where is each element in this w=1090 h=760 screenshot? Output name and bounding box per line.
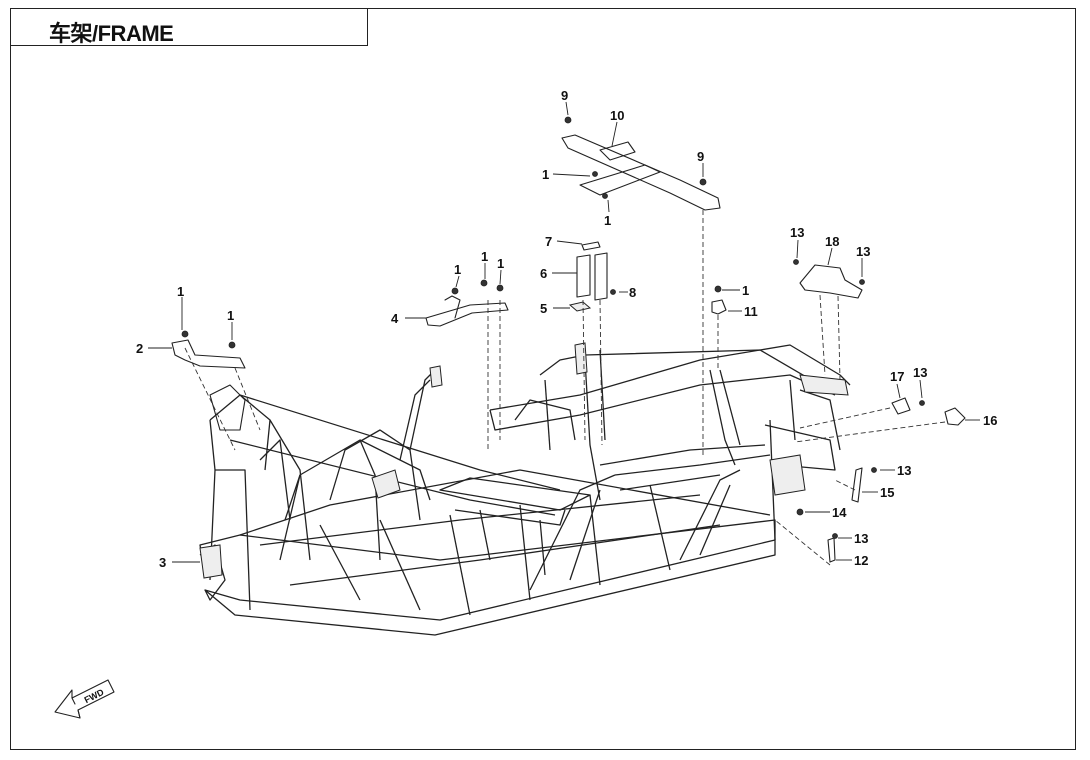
callout-13: 13 xyxy=(854,531,868,546)
callout-12: 12 xyxy=(854,553,868,568)
part-17-bushing xyxy=(891,397,925,415)
part-11-clip xyxy=(711,285,727,315)
callout-6: 6 xyxy=(540,266,547,281)
callout-4: 4 xyxy=(391,311,399,326)
part-14-bolt xyxy=(796,508,804,516)
callout-17: 17 xyxy=(890,369,904,384)
callout-16: 16 xyxy=(983,413,997,428)
title-box: 车架/FRAME xyxy=(10,8,368,46)
callout-14: 14 xyxy=(832,505,847,520)
callout-8: 8 xyxy=(629,285,636,300)
fwd-arrow-icon: FWD xyxy=(54,679,115,719)
callout-3: 3 xyxy=(159,555,166,570)
callout-1: 1 xyxy=(497,256,504,271)
part-4-cross-plate xyxy=(425,279,509,327)
part-6-vertical-bracket xyxy=(568,241,616,312)
callout-13: 13 xyxy=(790,225,804,240)
callout-1: 1 xyxy=(454,262,461,277)
callout-9: 9 xyxy=(697,149,704,164)
callout-1: 1 xyxy=(227,308,234,323)
assembly-lines xyxy=(184,210,946,566)
callout-13: 13 xyxy=(897,463,911,478)
part-18-rear-plate xyxy=(793,259,865,299)
callout-2: 2 xyxy=(136,341,143,356)
callout-5: 5 xyxy=(540,301,547,316)
callout-9: 9 xyxy=(561,88,568,103)
main-frame-assembly xyxy=(199,342,851,636)
callout-13: 13 xyxy=(913,365,927,380)
callout-1: 1 xyxy=(481,249,488,264)
part-15-pin xyxy=(851,467,877,503)
page-title: 车架/FRAME xyxy=(49,21,174,46)
callout-7: 7 xyxy=(545,234,552,249)
part-10-rear-crossbar xyxy=(561,116,721,211)
callout-1: 1 xyxy=(604,213,611,228)
callout-15: 15 xyxy=(880,485,894,500)
leader-lines xyxy=(148,101,980,563)
callout-1: 1 xyxy=(542,167,549,182)
callout-1: 1 xyxy=(177,284,184,299)
part-12-bracket xyxy=(827,533,838,563)
callout-11: 11 xyxy=(744,304,758,319)
callout-10: 10 xyxy=(610,108,624,123)
callout-13: 13 xyxy=(856,244,870,259)
part-16-clamp xyxy=(944,407,966,426)
drawing-border xyxy=(10,8,1076,750)
part-2-front-bracket xyxy=(171,330,246,369)
callout-18: 18 xyxy=(825,234,839,249)
callout-1: 1 xyxy=(742,283,749,298)
callout-labels: 1 1 2 3 4 1 1 1 5 6 7 8 9 10 9 1 1 1 11 … xyxy=(136,88,997,570)
